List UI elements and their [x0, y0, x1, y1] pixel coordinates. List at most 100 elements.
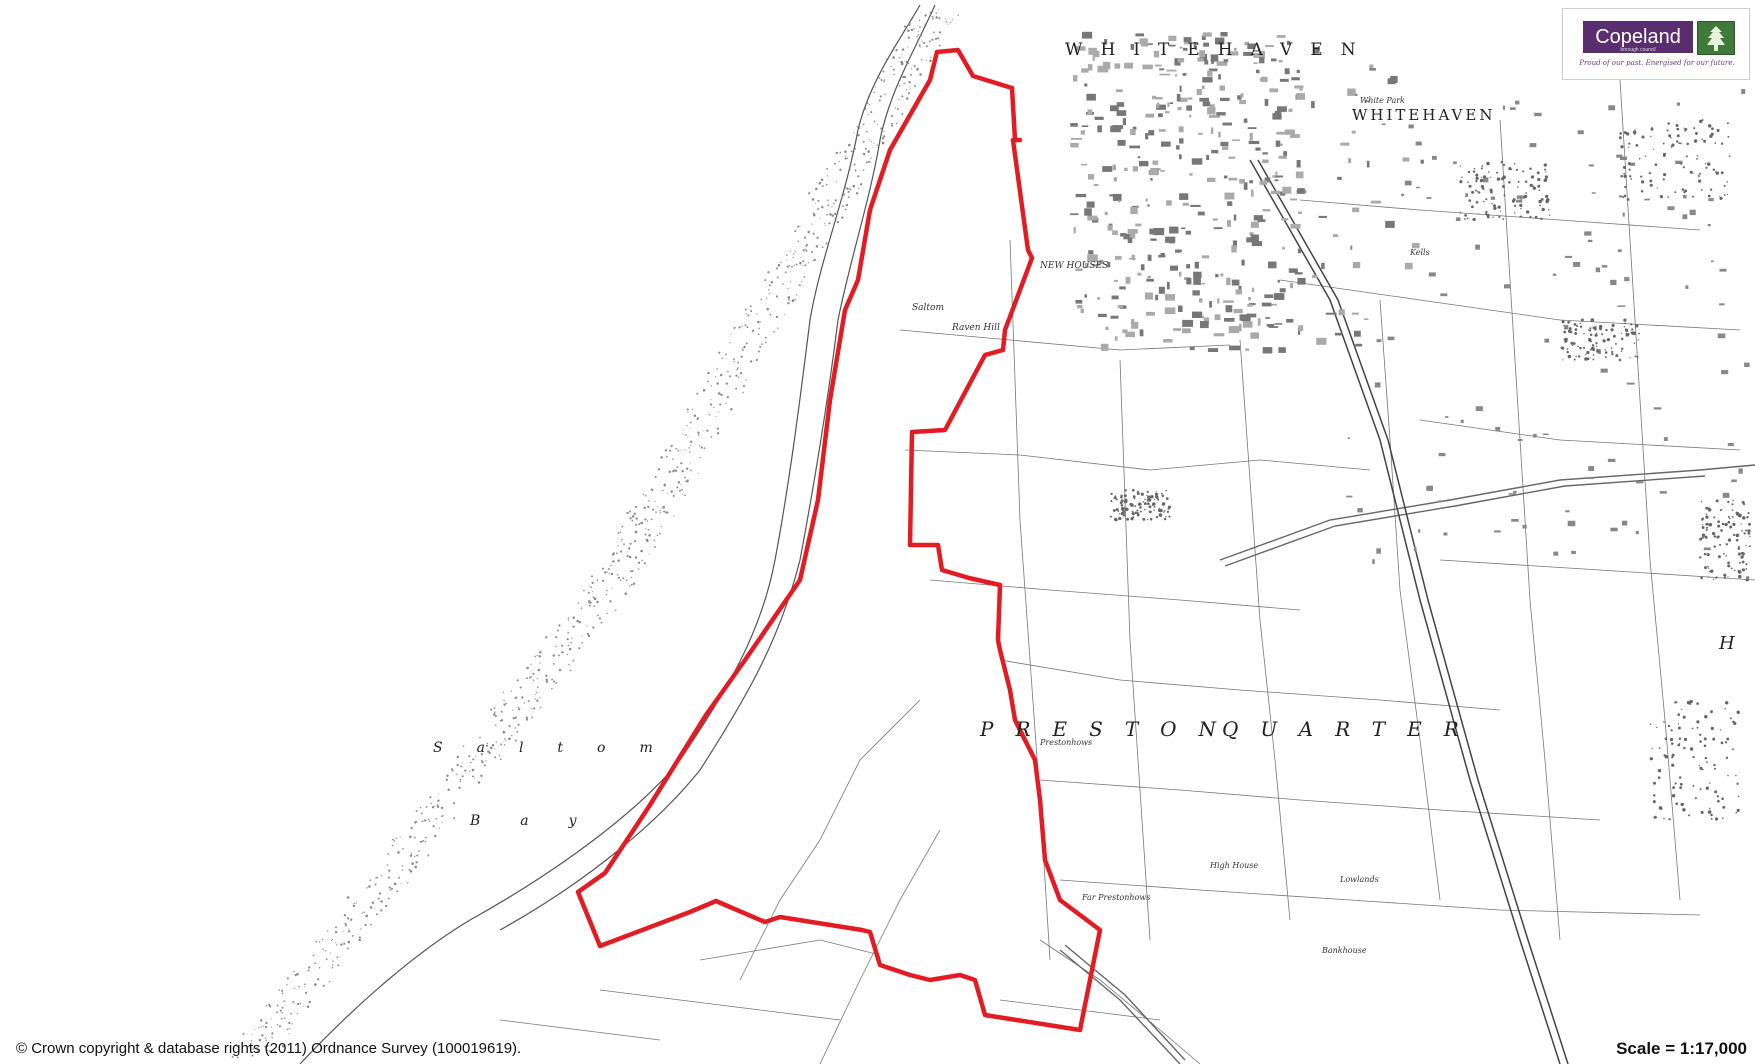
tree-dot	[1520, 207, 1522, 210]
tree-dot	[1521, 215, 1523, 217]
building-block	[1178, 305, 1183, 312]
tree-dot	[1738, 561, 1741, 564]
shore-dot	[786, 254, 788, 256]
tree-dot	[1567, 329, 1572, 333]
building-block	[1081, 68, 1089, 73]
building-block	[1565, 510, 1570, 513]
shore-dot	[911, 68, 913, 70]
building-block	[1617, 249, 1622, 252]
tree-dot	[1727, 576, 1729, 578]
shore-dot	[473, 777, 476, 779]
building-block	[1222, 122, 1232, 126]
building-block	[1179, 138, 1184, 144]
shore-dot	[844, 157, 847, 160]
shore-dot	[361, 912, 363, 914]
shore-dot	[918, 30, 920, 32]
copyright-notice: © Crown copyright & database rights (201…	[16, 1040, 522, 1057]
shore-dot	[794, 230, 797, 233]
building-block	[1259, 57, 1265, 64]
tree-dot	[1732, 522, 1736, 526]
building-block	[1209, 104, 1215, 110]
building-block	[1296, 93, 1305, 100]
shore-dot	[835, 219, 837, 222]
building-block	[1150, 238, 1157, 241]
building-block	[1186, 277, 1192, 285]
building-block	[1149, 228, 1160, 235]
tree-dot	[1638, 332, 1640, 335]
shore-dot	[765, 341, 767, 344]
shore-dot	[293, 970, 295, 973]
building-block	[1137, 156, 1141, 159]
building-block	[1348, 158, 1352, 164]
shore-dot	[523, 702, 525, 704]
shore-dot	[264, 1025, 268, 1029]
shore-dot	[707, 380, 709, 383]
building-block	[1182, 328, 1191, 334]
shore-dot	[632, 582, 636, 585]
shore-dot	[801, 264, 803, 266]
shore-dot	[684, 481, 686, 483]
shore-dot	[630, 576, 633, 579]
shore-dot	[668, 470, 671, 474]
shore-dot	[604, 571, 607, 574]
building-block	[1199, 53, 1208, 61]
shore-dot	[256, 1046, 258, 1049]
tree-dot	[1150, 495, 1154, 499]
shore-dot	[660, 456, 663, 459]
building-block	[1098, 313, 1107, 318]
building-block	[1092, 54, 1095, 61]
building-block	[1591, 192, 1596, 194]
shore-dot	[578, 647, 581, 650]
building-block	[1522, 524, 1527, 529]
building-block	[1276, 131, 1286, 135]
tree-dot	[1708, 508, 1712, 512]
tree-dot	[1475, 200, 1479, 204]
tree-dot	[1749, 535, 1751, 538]
tree-dot	[1688, 814, 1691, 817]
tree-dot	[1486, 161, 1490, 166]
shore-dot	[468, 755, 471, 758]
building-block	[1154, 64, 1162, 67]
tree-dot	[1707, 576, 1710, 578]
shore-dot	[593, 605, 595, 608]
shore-dot	[727, 370, 729, 373]
shore-dot	[469, 770, 471, 773]
tree-dot	[1474, 189, 1477, 192]
tree-dot	[1656, 726, 1658, 729]
building-block	[1741, 89, 1746, 94]
shore-dot	[251, 1054, 254, 1057]
building-block	[1179, 85, 1182, 92]
building-block	[1198, 132, 1203, 135]
shore-dot	[908, 80, 911, 84]
shore-dot	[716, 368, 718, 370]
tree-dot	[1142, 517, 1146, 521]
tree-dot	[1638, 157, 1641, 160]
building-block	[1250, 234, 1259, 242]
building-block	[1608, 105, 1616, 111]
shore-dot	[848, 143, 851, 147]
shore-dot	[882, 70, 885, 73]
shore-dot	[703, 447, 706, 449]
building-block	[1404, 180, 1412, 186]
tree-dot	[1640, 180, 1645, 184]
tree-dot	[1724, 701, 1729, 705]
tree-dot	[1715, 499, 1719, 503]
shore-dot	[631, 570, 634, 572]
building-block	[1216, 112, 1226, 116]
tree-dot	[1540, 197, 1544, 201]
building-block	[1084, 294, 1087, 298]
tree-dot	[1746, 515, 1749, 519]
shore-dot	[459, 778, 462, 781]
shore-dot	[745, 342, 748, 345]
shore-dot	[567, 632, 569, 634]
tree-dot	[1696, 702, 1699, 705]
shore-dot	[425, 806, 428, 808]
shore-dot	[872, 146, 874, 148]
shore-dot	[464, 769, 467, 772]
shore-dot	[268, 1050, 272, 1053]
shore-dot	[806, 243, 809, 246]
tree-dot	[1618, 136, 1622, 140]
shore-dot	[653, 539, 656, 542]
shore-dot	[749, 305, 752, 308]
building-block	[1719, 303, 1725, 306]
